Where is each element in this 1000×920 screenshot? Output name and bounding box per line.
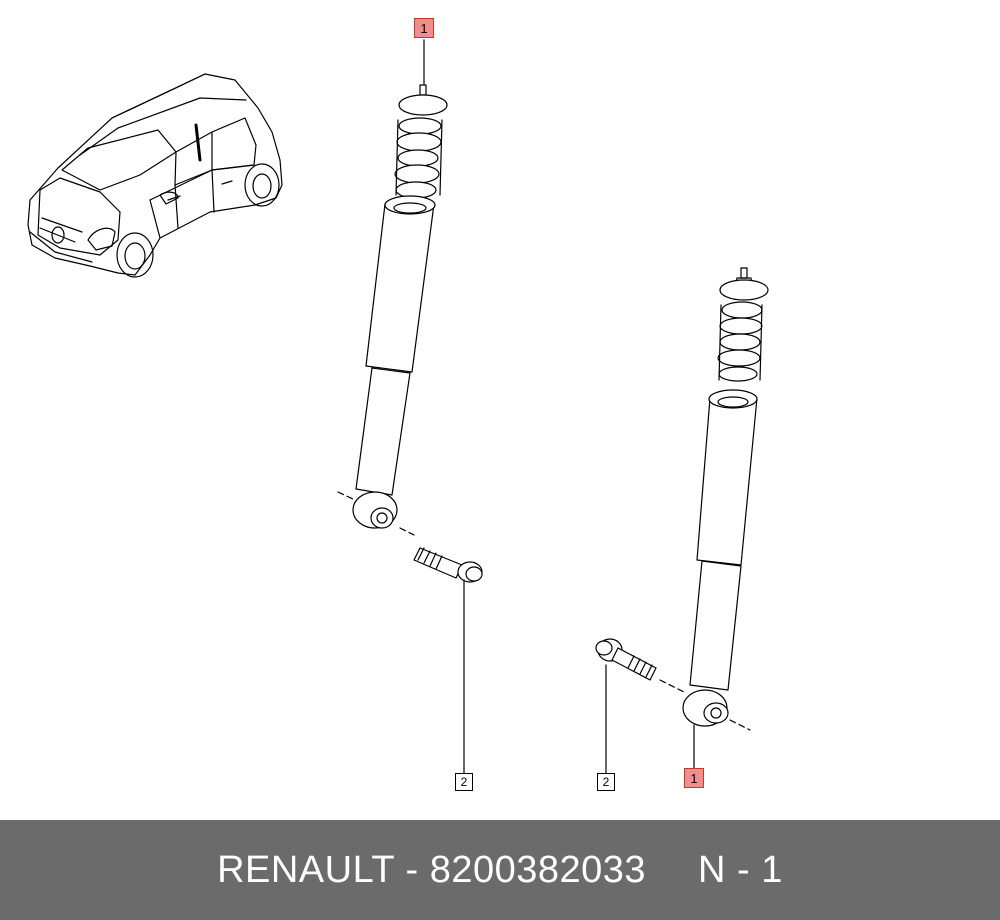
callout-2-left: 2 — [455, 773, 473, 791]
footer-band: RENAULT - 8200382033 N - 1 — [0, 820, 1000, 920]
shock-absorber-left — [337, 84, 448, 536]
exploded-parts-diagram — [27, 39, 769, 775]
car-illustration-icon — [27, 73, 283, 278]
callout-1-upper: 1 — [414, 18, 434, 38]
shock-absorber-right — [659, 267, 769, 731]
bolt-icon — [413, 547, 483, 583]
bolt-icon — [595, 638, 657, 681]
callout-1-lower: 1 — [684, 768, 704, 788]
quantity-label: N - 1 — [698, 848, 783, 891]
part-number-label: RENAULT - 8200382033 — [217, 848, 647, 891]
callout-2-right: 2 — [597, 773, 615, 791]
leader-lines — [423, 39, 695, 775]
